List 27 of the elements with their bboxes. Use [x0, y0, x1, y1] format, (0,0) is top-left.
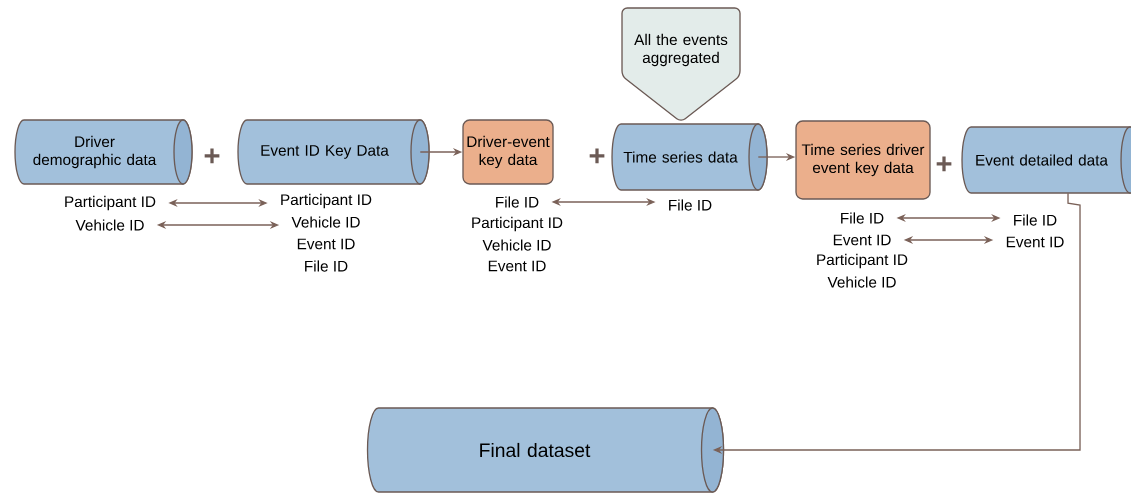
id-label: Event ID	[1006, 236, 1064, 248]
id-label: File ID	[669, 199, 712, 211]
id-label: Vehicle ID	[291, 216, 360, 228]
plus-sign: +	[936, 156, 952, 172]
cylinder: Event detailed data	[961, 126, 1131, 194]
plus-sign: +	[204, 148, 220, 164]
process-box: Driver-event key data	[462, 119, 554, 185]
id-label: Vehicle ID	[827, 276, 896, 288]
plus-sign: +	[589, 148, 605, 164]
id-label: File ID	[1014, 214, 1057, 226]
cylinder: Time series data	[611, 123, 768, 191]
process-box: Time series driver event key data	[795, 120, 931, 200]
cylinder: Event ID Key Data	[237, 119, 430, 185]
id-label: Event ID	[488, 260, 546, 272]
id-label: Participant ID	[472, 216, 563, 232]
cylinder: Final dataset	[366, 407, 725, 493]
id-label: Event ID	[833, 234, 891, 246]
id-label: Participant ID	[65, 195, 156, 211]
id-label: File ID	[496, 196, 539, 208]
id-label: Vehicle ID	[75, 219, 144, 231]
id-label: Participant ID	[281, 193, 372, 209]
id-label: Event ID	[297, 238, 355, 250]
id-label: Vehicle ID	[482, 239, 551, 251]
id-label: File ID	[841, 212, 884, 224]
cylinder: Driver demographic data	[14, 119, 193, 185]
id-label: File ID	[305, 260, 348, 272]
id-label: Participant ID	[817, 253, 908, 269]
